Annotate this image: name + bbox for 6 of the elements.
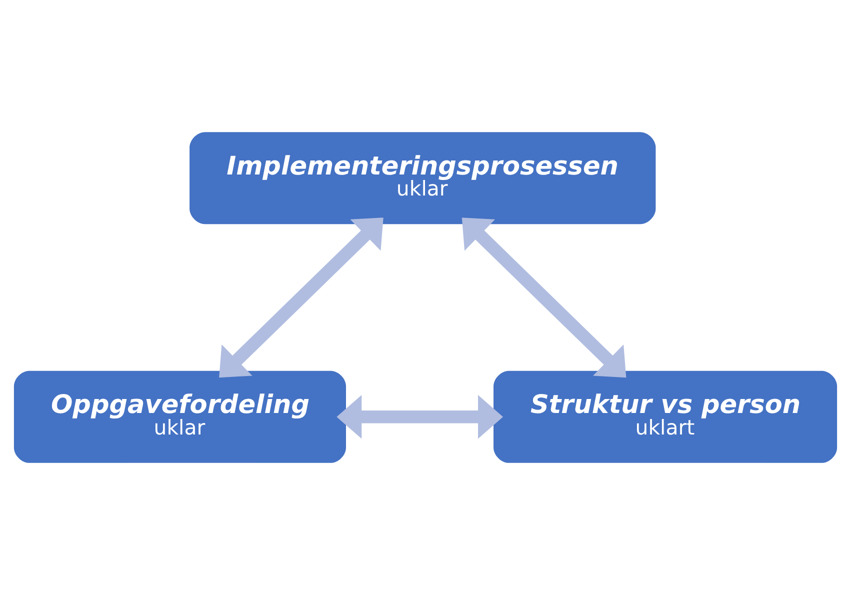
arrow: [219, 218, 384, 378]
arrow: [336, 395, 504, 439]
node-box: Oppgavefordeling uklar: [14, 370, 346, 463]
node-box: Struktur vs person uklart: [494, 370, 838, 463]
arrow: [462, 218, 626, 378]
node-box: Implementeringsprosessen uklar: [190, 132, 656, 224]
